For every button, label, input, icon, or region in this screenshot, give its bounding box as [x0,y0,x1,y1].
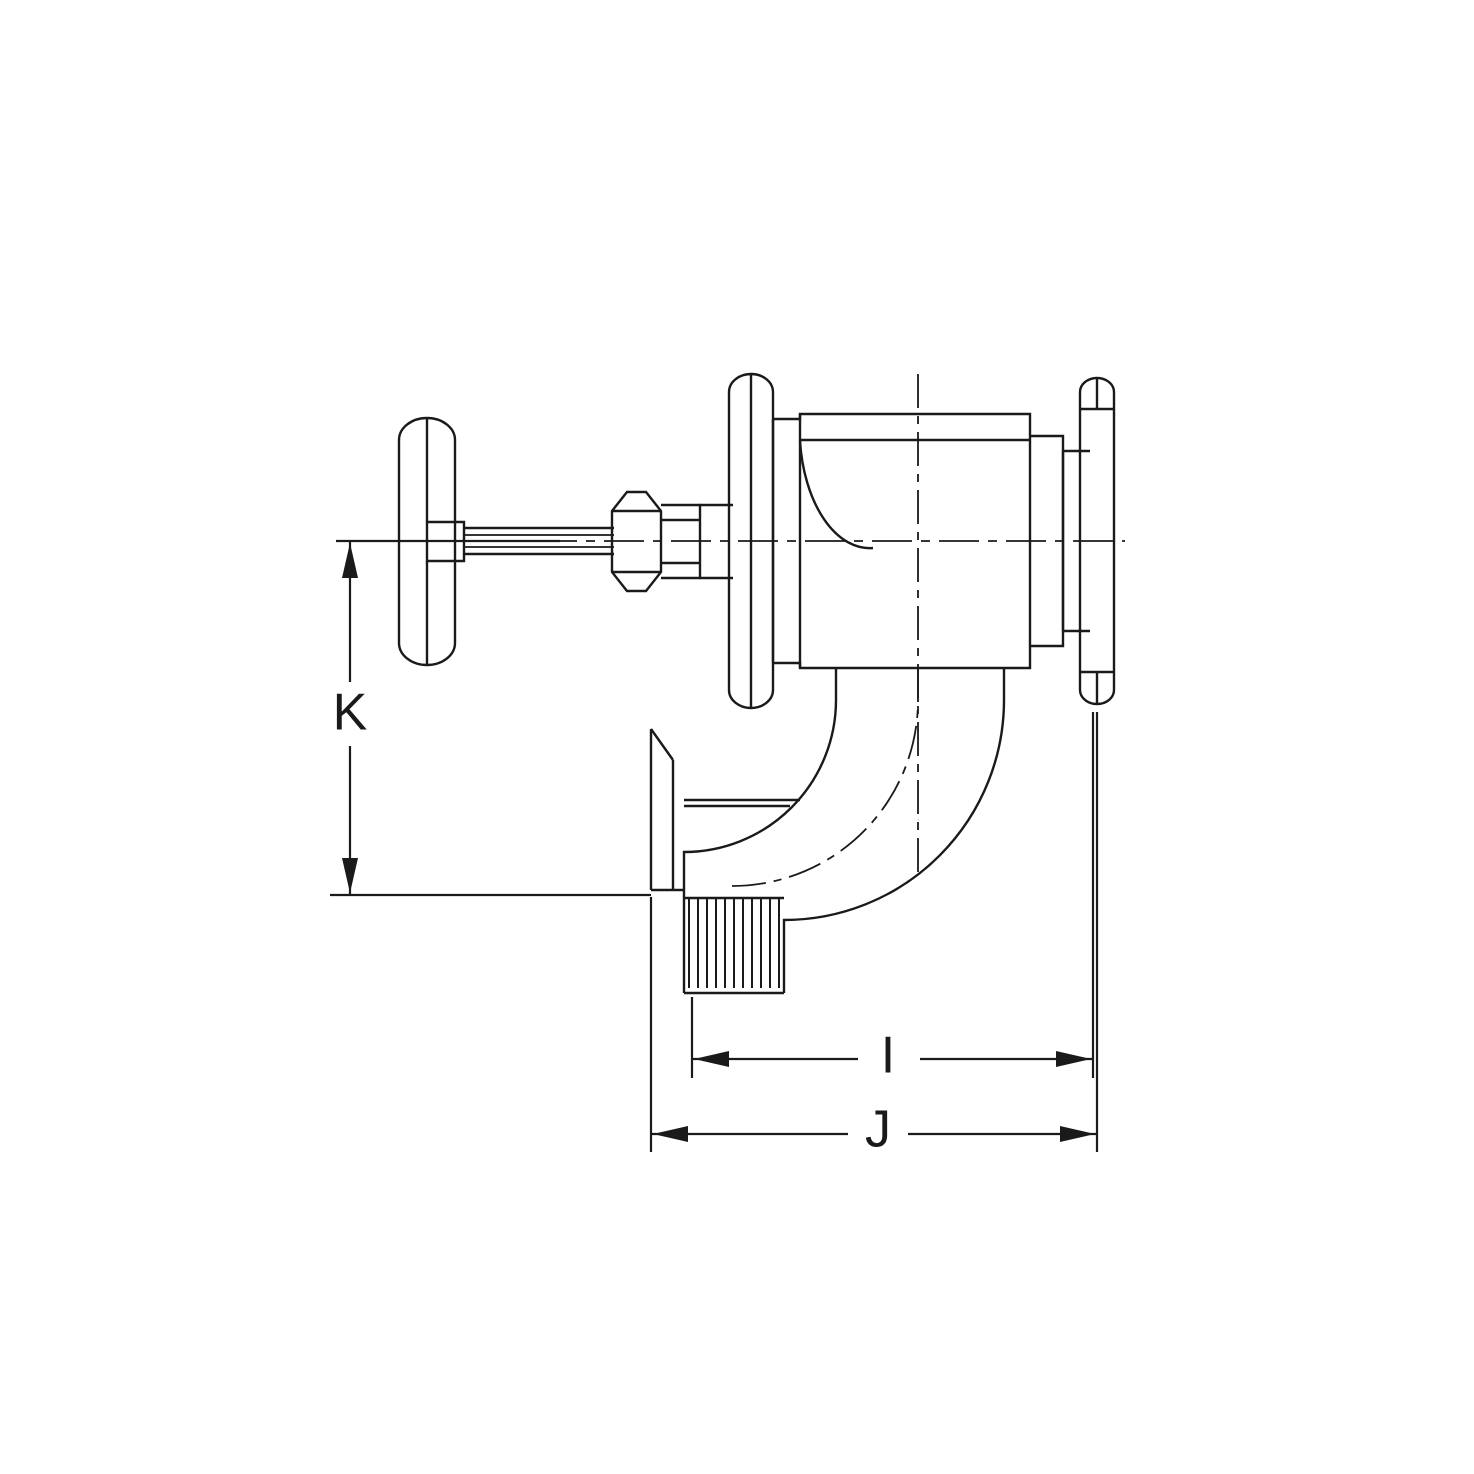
dimension-K: K [318,539,651,897]
elbow-outlet [649,668,1006,995]
handwheel [397,416,466,667]
dimension-K-label: K [333,684,368,742]
dimension-I-label: I [881,1027,895,1085]
dimension-I-arrow-right [1056,1051,1091,1067]
dimension-J-arrow-right [1060,1126,1095,1142]
centerlines [336,374,1125,880]
dimension-K-label-backing [318,682,382,746]
dimension-I-arrow-left [694,1051,729,1067]
dimension-I-label-backing [858,1028,920,1090]
valve-stem [464,526,614,556]
dimension-I: I [690,712,1095,1090]
dimension-J-label-backing [848,1103,908,1165]
dimension-J-label: J [865,1101,891,1159]
dimension-K-arrow-bottom [342,858,358,893]
dimension-J-arrow-left [653,1126,688,1142]
dimension-J: J [649,712,1099,1165]
valve-body-and-outlet-flange [1030,376,1116,706]
packing-nut [610,490,702,593]
dimension-K-arrow-top [342,543,358,578]
threaded-end-hatching [684,896,784,988]
bonnet-assembly [700,372,1032,710]
